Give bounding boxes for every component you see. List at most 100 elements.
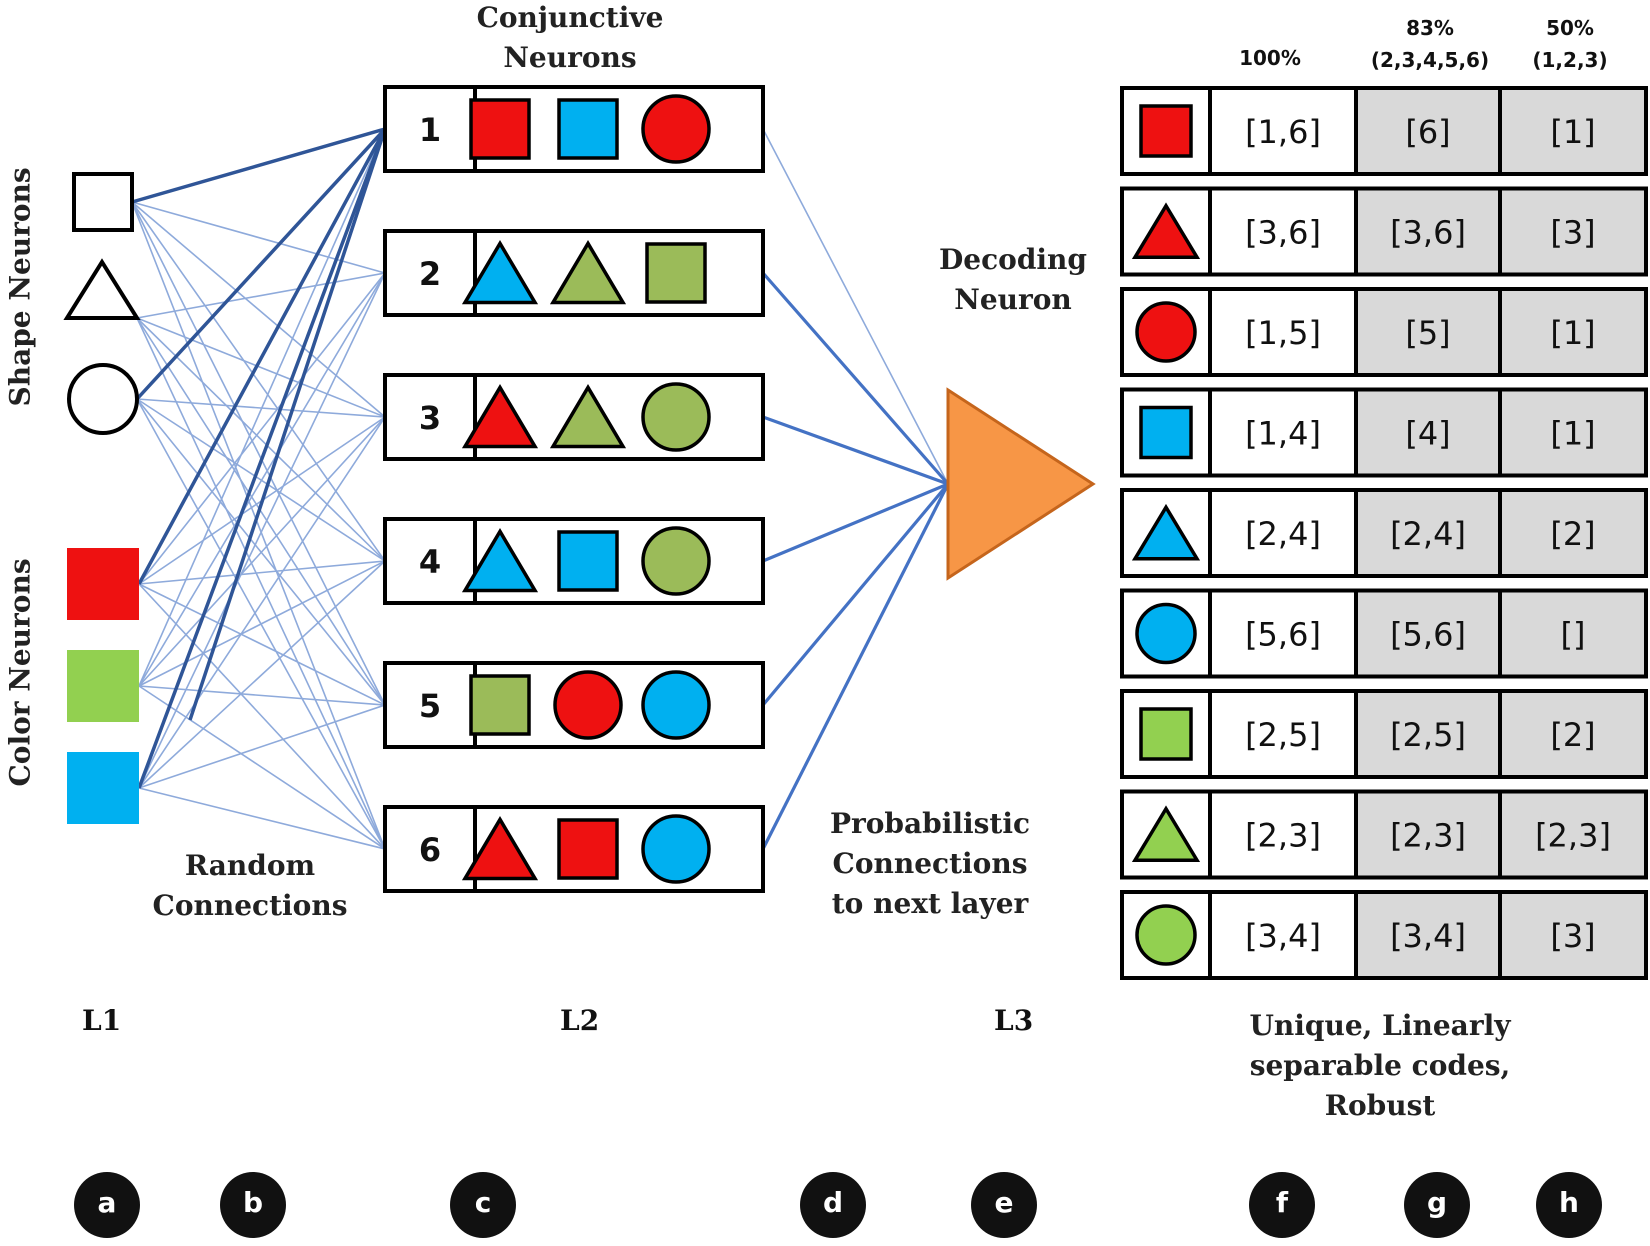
panel-badge-d: d	[800, 1172, 866, 1238]
random-edge	[138, 685, 386, 850]
code-cell	[1208, 588, 1358, 679]
light_green-square-icon	[1139, 707, 1193, 761]
code-row: [1,6] [6] [1]	[1120, 86, 1648, 176]
decoding-label-line2: Neuron	[954, 283, 1072, 316]
code-50: [1]	[1550, 415, 1595, 453]
column-g-set: (2,3,4,5,6)	[1370, 48, 1490, 72]
random-edge	[136, 272, 386, 319]
blue-circle-icon	[641, 814, 711, 884]
code-83: [2,5]	[1390, 716, 1466, 754]
green-circle-icon	[641, 382, 711, 452]
panel-badge-e: e	[971, 1172, 1037, 1238]
code-full: [2,4]	[1245, 515, 1321, 553]
random-edge	[136, 317, 386, 562]
neuron-id: 4	[419, 543, 441, 581]
strong-edge	[137, 128, 387, 585]
prob-label-line3: to next layer	[831, 887, 1029, 920]
column-h-percent: 50%	[1546, 16, 1594, 40]
code-50: [1]	[1550, 113, 1595, 151]
red-circle-icon	[553, 670, 623, 740]
strong-edge	[131, 127, 386, 204]
probabilistic-edge	[761, 483, 950, 850]
probabilistic-connections-label: Probabilistic Connections to next layer	[810, 804, 1050, 924]
random-edge	[131, 201, 386, 706]
code-table: [1,6][6][1][3,6][3,6][3][1,5][5][1][1,4]…	[1120, 86, 1648, 980]
code-cell	[1208, 488, 1358, 578]
code-50: [2]	[1550, 716, 1595, 754]
code-row: [1,4][4][1]	[1120, 387, 1648, 478]
red-square-icon	[469, 98, 531, 160]
green-circle-icon	[641, 526, 711, 596]
column-header-g: 83% (2,3,4,5,6)	[1350, 12, 1510, 76]
random-label-line1: Random	[184, 849, 316, 882]
light_green-triangle-icon	[1131, 805, 1201, 862]
code-full: [3,4]	[1245, 917, 1321, 955]
prob-label-line2: Connections	[832, 847, 1028, 880]
conjunctive-neuron-1: 1	[383, 85, 765, 173]
code-cell	[1498, 488, 1648, 578]
unique-label-line1: Unique, Linearly	[1249, 1009, 1511, 1042]
code-full: [1,6]	[1245, 113, 1321, 151]
red-triangle-icon	[1131, 202, 1201, 259]
column-f-percent: 100%	[1239, 46, 1301, 70]
code-83: [2,3]	[1390, 817, 1466, 855]
panel-badge-b: b	[220, 1172, 286, 1238]
random-edge	[131, 201, 386, 562]
probabilistic-connections	[761, 128, 950, 850]
probabilistic-edge	[761, 271, 950, 486]
code-83: [6]	[1405, 113, 1450, 151]
code-cell	[1354, 86, 1502, 176]
code-83: [2,4]	[1390, 515, 1466, 553]
prob-label-line1: Probabilistic	[829, 807, 1031, 840]
red-circle-icon	[1135, 301, 1197, 363]
strong-edge	[188, 128, 387, 721]
code-row: [2,3][2,3][2,3]	[1120, 789, 1648, 880]
random-connections-label: Random Connections	[140, 846, 360, 926]
random-edge	[138, 272, 386, 687]
conjunctive-label-line2: Neurons	[503, 41, 637, 74]
code-83: [3,6]	[1390, 214, 1466, 252]
code-full: [1,5]	[1245, 314, 1321, 352]
strong-edge	[137, 128, 387, 789]
random-edge	[138, 787, 386, 850]
panel-badge-g: g	[1404, 1172, 1470, 1238]
panel-badge-f: f	[1249, 1172, 1315, 1238]
code-cell	[1208, 387, 1358, 478]
code-cell	[1354, 488, 1502, 578]
decoding-neuron-label: Decoding Neuron	[938, 240, 1088, 320]
neuron-id: 6	[419, 831, 441, 869]
red-triangle-icon	[461, 384, 539, 449]
red-triangle-icon	[461, 816, 539, 881]
neuron-id: 5	[419, 687, 441, 725]
color-neuron-green	[67, 650, 139, 722]
code-83: [5,6]	[1390, 616, 1466, 654]
probabilistic-edge	[762, 128, 949, 485]
red-square-icon	[557, 818, 619, 880]
blue-circle-icon	[641, 670, 711, 740]
random-edge	[138, 560, 386, 687]
unique-label-line3: Robust	[1324, 1089, 1436, 1122]
shape-neuron-triangle	[63, 258, 141, 320]
conjunctive-neuron-6: 6	[383, 805, 765, 893]
code-row: [2,5][2,5][2]	[1120, 689, 1648, 779]
blue-triangle-icon	[461, 528, 539, 593]
code-row: [3,4][3,4][3]	[1120, 890, 1648, 980]
code-cell	[1498, 689, 1648, 779]
red-square-icon	[1139, 104, 1193, 158]
random-edge	[138, 560, 386, 789]
red-circle-icon	[641, 94, 711, 164]
code-full: [5,6]	[1245, 616, 1321, 654]
blue-square-icon	[1139, 405, 1193, 460]
random-edge	[136, 317, 386, 706]
green-square-icon	[645, 242, 707, 304]
random-edge	[138, 560, 386, 585]
code-cell	[1498, 287, 1648, 377]
code-cell	[1498, 890, 1648, 980]
panel-badge-c: c	[450, 1172, 516, 1238]
column-header-h: 50% (1,2,3)	[1510, 12, 1630, 76]
neuron-id: 1	[419, 111, 441, 149]
layer-label-l1: L1	[82, 1004, 122, 1037]
layer-label-l3: L3	[994, 1004, 1034, 1037]
